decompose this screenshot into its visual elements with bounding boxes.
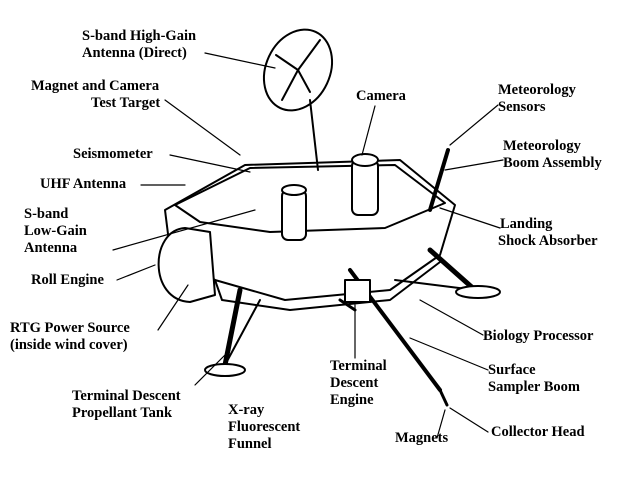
camera-pod-1: [351, 159, 379, 216]
label-xray-funnel: X-ray Fluorescent Funnel: [228, 402, 301, 452]
body-side-band: [214, 261, 441, 311]
leg-right: [427, 247, 478, 293]
label-roll-engine: Roll Engine: [31, 272, 104, 288]
label-terminal-descent-engine: Terminal Descent Engine: [330, 358, 387, 408]
label-magnets: Magnets: [395, 430, 449, 446]
label-seismometer: Seismometer: [73, 146, 153, 162]
label-camera: Camera: [356, 88, 406, 104]
label-meteorology-boom: Meteorology Boom Assembly: [503, 138, 602, 171]
rtg-wind-cover: [157, 227, 216, 303]
label-s-band-high-gain: S-band High-Gain Antenna (Direct): [82, 28, 197, 61]
label-s-band-low-gain: S-band Low-Gain Antenna: [24, 206, 87, 256]
label-meteorology-sensors: Meteorology Sensors: [498, 82, 576, 115]
label-biology-processor: Biology Processor: [483, 328, 594, 344]
label-landing-shock-absorber: Landing Shock Absorber: [498, 216, 598, 249]
label-terminal-descent-tank: Terminal Descent Propellant Tank: [72, 388, 181, 421]
leg-front: [338, 298, 357, 312]
meteorology-boom: [428, 148, 450, 212]
label-rtg-power-source: RTG Power Source (inside wind cover): [10, 320, 130, 353]
footpad-left: [204, 363, 246, 377]
label-surface-sampler-boom: Surface Sampler Boom: [488, 362, 580, 395]
label-collector-head: Collector Head: [491, 424, 585, 440]
dish-mast: [309, 99, 319, 171]
label-magnet-camera-target: Magnet and Camera Test Target: [31, 78, 161, 111]
label-uhf-antenna: UHF Antenna: [40, 176, 127, 192]
footpad-right: [455, 285, 501, 299]
camera-pod-2: [281, 189, 307, 241]
terminal-descent-engine: [344, 279, 371, 303]
